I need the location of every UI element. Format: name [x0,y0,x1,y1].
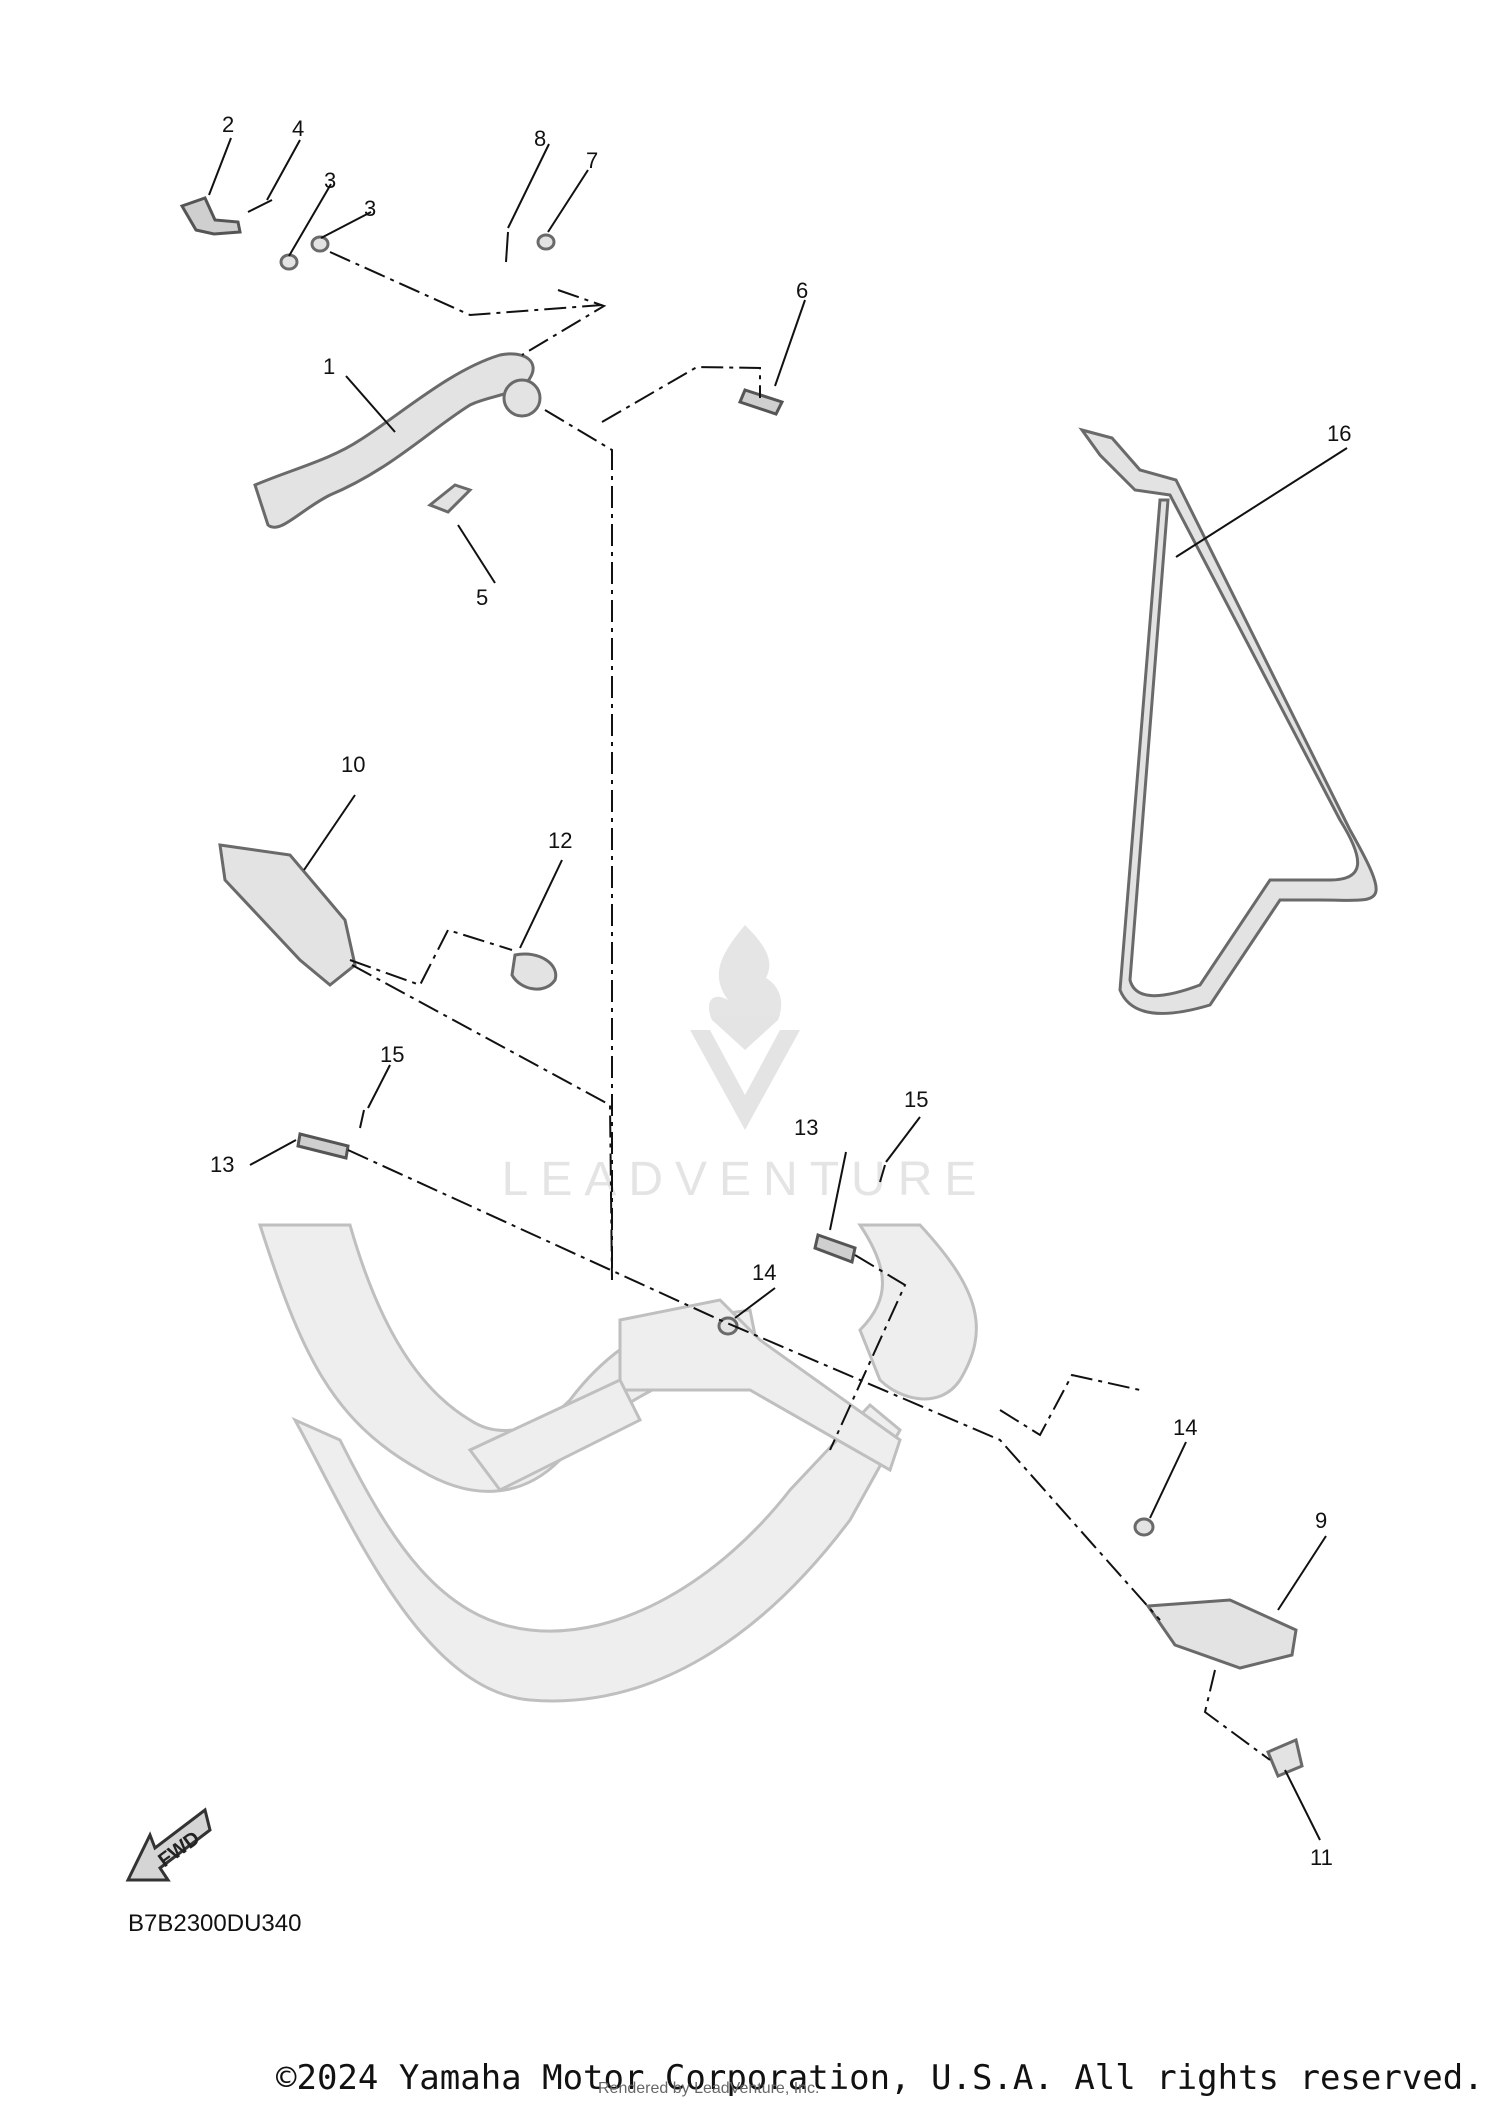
callout-11: 11 [1310,1845,1333,1870]
footrest-pin-part-b [813,1233,857,1265]
leader-lines [208,137,1348,1841]
washer-part-e [1133,1517,1155,1537]
washer-part-a [279,253,299,271]
callout-10: 10 [341,752,365,777]
callout-6: 6 [796,278,808,303]
bolt-part [737,388,785,416]
callout-9: 9 [1315,1508,1327,1533]
frame [257,1223,978,1703]
footrest-spring-part [510,952,558,991]
callout-8: 8 [534,126,546,151]
spring-part [427,483,473,514]
pedal-pivot-part [502,378,542,418]
callout-16: 16 [1327,421,1351,446]
washer-part-c [536,233,556,251]
callout-15-b: 15 [904,1087,928,1112]
callout-1: 1 [323,354,335,379]
right-footrest-part [1145,1598,1298,1670]
callout-14-b: 14 [1173,1415,1197,1440]
callout-13-b: 13 [794,1115,818,1140]
washer-part-b [310,235,330,253]
callout-5: 5 [476,585,488,610]
pivot-bolt-part [179,196,242,236]
watermark-logo: LEADVENTURE [502,925,989,1206]
brake-pedal-part [253,352,535,529]
callout-15-a: 15 [380,1042,404,1067]
callout-labels: 2 4 3 3 8 7 6 1 5 16 10 12 15 13 13 15 1… [210,112,1351,1870]
right-footrest-washer-part [1266,1737,1304,1778]
left-footrest-part [218,843,357,987]
fwd-arrow-icon: FWD [125,1807,212,1882]
rendered-by-text: Rendered by LeadVenture, Inc. [598,2080,820,2097]
diagram-code: B7B2300DU340 [128,1910,302,1937]
callout-2: 2 [222,112,234,137]
copyright-notice: ©2024 Yamaha Motor Corporation, U.S.A. A… [276,2058,1484,2098]
callout-4: 4 [292,116,304,141]
callout-3-b: 3 [364,196,376,221]
callout-12: 12 [548,828,572,853]
washer-part-d [717,1316,739,1336]
clip-part-b [879,1164,886,1183]
clip-part-a [359,1109,365,1129]
callout-3-a: 3 [324,168,336,193]
cotter-pin-part [505,231,509,263]
callout-13-a: 13 [210,1152,234,1177]
footrest-pin-part-a [296,1132,350,1160]
watermark-text: LEADVENTURE [502,1153,989,1206]
stand-part [1078,427,1378,1015]
pin-part [247,199,273,213]
callout-14-a: 14 [752,1260,776,1285]
callout-7: 7 [586,148,598,173]
